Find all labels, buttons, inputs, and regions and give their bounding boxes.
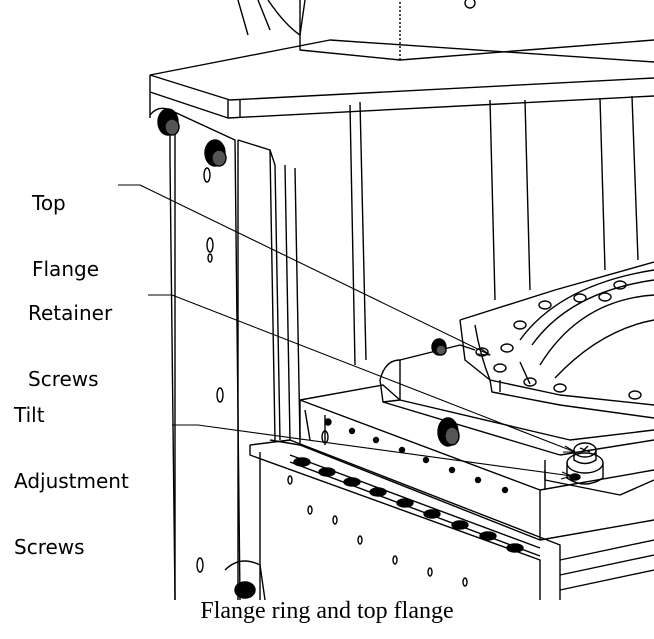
label-retainer-screws-line2: Screws — [28, 367, 99, 391]
lower-rail — [249, 439, 654, 600]
flange-ring-plate — [379, 338, 654, 456]
top-flange-ring — [459, 261, 654, 419]
leader-tilt-adjustment — [172, 424, 573, 477]
label-tilt-adjustment-screws: Tilt Adjustment Screws — [14, 360, 129, 602]
leader-top-flange — [118, 184, 491, 356]
left-plate-screws — [157, 108, 227, 167]
bottom-screw — [224, 560, 266, 601]
label-top-flange-line2: Flange — [32, 257, 99, 281]
retainer-screw — [544, 442, 654, 496]
top-beam — [149, 39, 654, 119]
guide-rails — [237, 95, 639, 441]
label-top-flange: Top Flange — [32, 148, 99, 324]
label-top-flange-line1: Top — [32, 191, 66, 215]
label-tilt-line2: Adjustment — [14, 469, 129, 493]
label-tilt-line3: Screws — [14, 535, 85, 559]
upper-housing — [237, 0, 654, 61]
leader-retainer-screws — [148, 294, 576, 453]
label-retainer-screws: Retainer Screws — [28, 258, 112, 434]
left-plate — [149, 92, 241, 601]
mechanical-drawing — [118, 0, 654, 601]
base-block — [269, 384, 654, 541]
label-tilt-line1: Tilt — [14, 403, 45, 427]
figure-caption: Flange ring and top flange — [200, 598, 454, 624]
leader-arrowheads — [477, 347, 576, 480]
label-retainer-screws-line1: Retainer — [28, 301, 113, 325]
leader-lines — [118, 184, 576, 477]
